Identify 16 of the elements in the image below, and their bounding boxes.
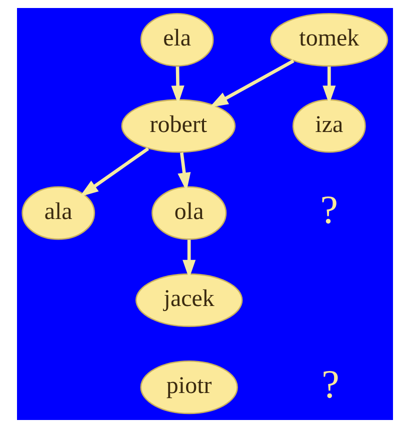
label: ?	[321, 361, 339, 406]
arrow	[177, 152, 190, 192]
arrow	[182, 240, 196, 279]
node-ellipse: piotr	[140, 360, 238, 414]
node-ellipse: iza	[292, 99, 366, 153]
arrow	[170, 66, 184, 104]
node-ellipse: ola	[151, 186, 226, 240]
node-ellipse: ala	[21, 186, 95, 240]
arrow	[322, 66, 336, 104]
arrow	[208, 59, 294, 108]
node-ellipse: tomek	[270, 12, 388, 67]
node-ellipse: robert	[120, 99, 236, 153]
label: ?	[320, 187, 338, 232]
node-ellipse: jacek	[134, 273, 242, 327]
node-ellipse: ela	[140, 12, 214, 67]
arrow	[79, 147, 149, 197]
